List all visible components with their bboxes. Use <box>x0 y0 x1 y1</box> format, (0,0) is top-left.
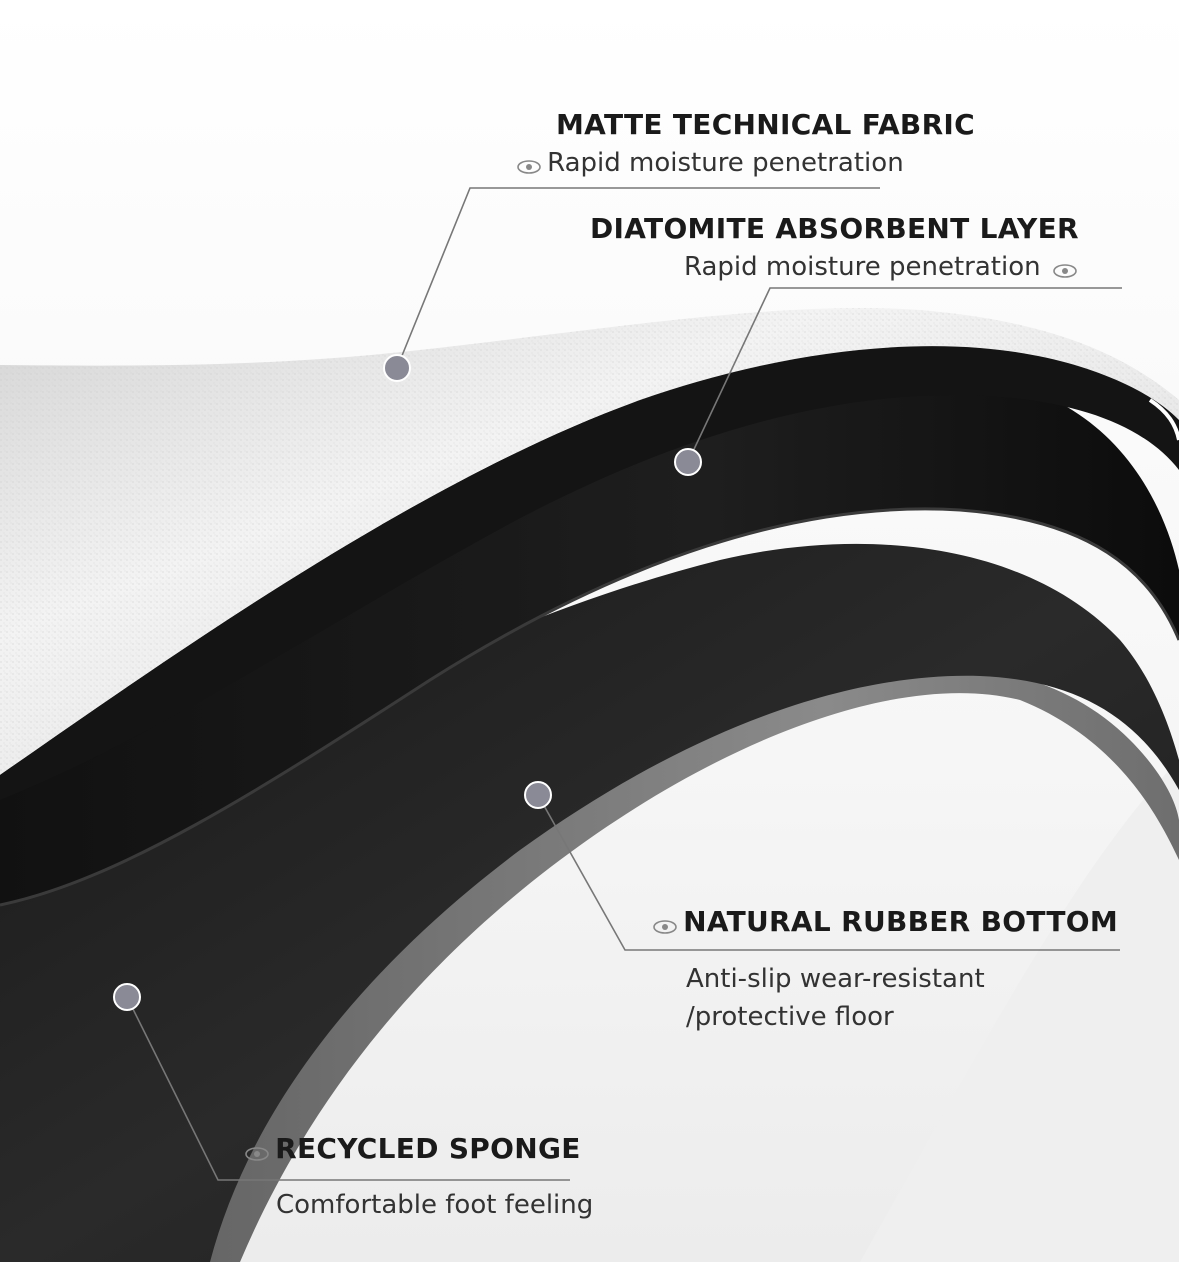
callout-fabric-title: MATTE TECHNICAL FABRIC <box>556 108 975 141</box>
callout-rubber: NATURAL RUBBER BOTTOM <box>652 905 1118 938</box>
marker-fabric <box>383 354 411 382</box>
leader-line-rubber <box>537 794 1120 951</box>
eye-icon <box>652 919 678 935</box>
floor-shadow <box>860 760 1179 1262</box>
recycled-sponge-layer <box>0 543 1179 1262</box>
layer-edge-line <box>0 507 1179 907</box>
callout-fabric-sub: Rapid moisture penetration <box>516 148 904 178</box>
callout-diatomite-title: DIATOMITE ABSORBENT LAYER <box>590 212 1079 245</box>
callout-fabric-subtitle: Rapid moisture penetration <box>547 148 904 178</box>
fabric-rim <box>1148 398 1179 441</box>
eye-icon <box>516 159 542 175</box>
callout-fabric: MATTE TECHNICAL FABRIC <box>556 108 975 141</box>
eye-icon <box>1052 263 1078 279</box>
diatomite-layer <box>0 362 1179 905</box>
callout-sponge: RECYCLED SPONGE <box>244 1132 581 1165</box>
leader-line-fabric <box>396 187 880 369</box>
callout-rubber-title: NATURAL RUBBER BOTTOM <box>683 905 1119 938</box>
fabric-speckle <box>0 308 1179 775</box>
rubber-bottom-layer <box>0 665 1179 1262</box>
callout-sponge-sub: Comfortable foot feeling <box>276 1190 593 1220</box>
leader-line-diatomite <box>687 287 1122 463</box>
marker-sponge <box>113 983 141 1011</box>
diatomite-top-band <box>0 346 1179 800</box>
eye-icon <box>244 1146 270 1162</box>
callout-diatomite-sub: Rapid moisture penetration <box>684 252 1078 282</box>
callout-rubber-subtitle-line2: /protective floor <box>686 1002 894 1032</box>
callout-diatomite: DIATOMITE ABSORBENT LAYER <box>590 212 1079 245</box>
marker-diatomite <box>674 448 702 476</box>
callout-sponge-title: RECYCLED SPONGE <box>275 1132 581 1165</box>
marker-rubber <box>524 781 552 809</box>
callout-rubber-sub: Anti-slip wear-resistant /protective flo… <box>686 960 985 1036</box>
callout-rubber-subtitle-line1: Anti-slip wear-resistant <box>686 964 985 994</box>
leader-line-sponge <box>126 996 570 1181</box>
leader-lines <box>126 187 1122 1181</box>
callout-diatomite-subtitle: Rapid moisture penetration <box>684 252 1041 282</box>
callout-sponge-subtitle: Comfortable foot feeling <box>276 1190 594 1220</box>
markers <box>113 354 702 1011</box>
